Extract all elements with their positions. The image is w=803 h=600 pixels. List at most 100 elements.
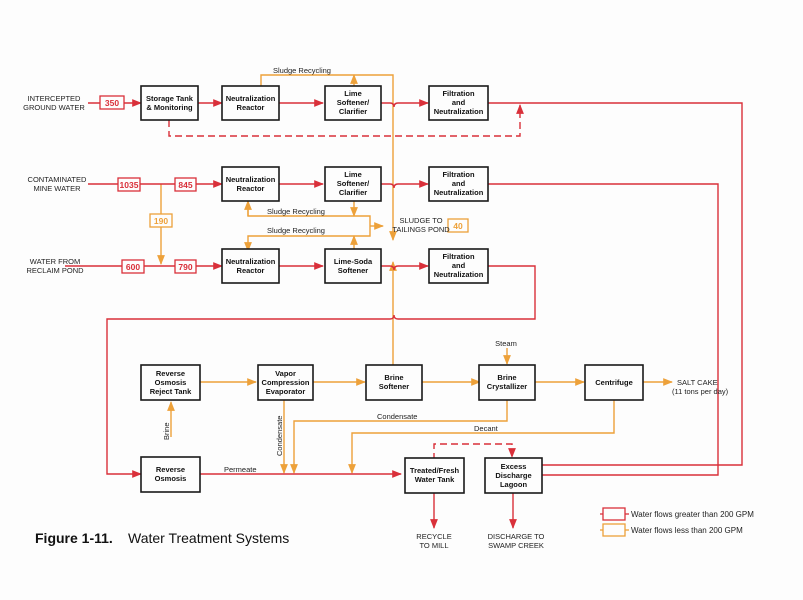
svg-text:Filtration: Filtration	[442, 170, 474, 179]
box-brine-softener: Brine Softener	[365, 364, 423, 401]
svg-text:Compression: Compression	[262, 378, 310, 387]
svg-text:Evaporator: Evaporator	[266, 387, 306, 396]
svg-text:Water flows greater than 200 G: Water flows greater than 200 GPM	[631, 510, 754, 519]
source-labels: INTERCEPTED GROUND WATER CONTAMINATED MI…	[23, 94, 87, 275]
filt1-to-lagoon-line	[486, 102, 743, 469]
box-reverse-osmosis: Reverse Osmosis	[140, 456, 201, 493]
label-decant: Decant	[474, 424, 499, 433]
source-mine-line1: CONTAMINATED	[28, 175, 87, 184]
box-lime-softener-1: Lime Softener/ Clarifier	[324, 85, 382, 121]
box-filtration-2: Filtration and Neutralization	[428, 166, 489, 202]
svg-text:Neutralization: Neutralization	[434, 270, 484, 279]
treated-to-lagoon-dashed-line	[433, 443, 516, 460]
svg-text:600: 600	[126, 262, 140, 272]
flow-badge-intercepted: 350	[99, 95, 125, 110]
box-filtration-3: Filtration and Neutralization	[428, 248, 489, 284]
svg-text:Reactor: Reactor	[237, 184, 265, 193]
label-recycle-line2: TO MILL	[419, 541, 448, 550]
orange-flow-lines	[157, 74, 673, 474]
filt2-to-lagoon-line	[486, 183, 719, 479]
flow-badge-sludge-tailings: 40	[447, 218, 469, 233]
label-sludge-to-tailings-line2: TAILINGS POND	[392, 225, 450, 234]
flow-badge-mine-in: 1035	[117, 177, 141, 192]
svg-text:Neutralization: Neutralization	[434, 188, 484, 197]
label-sludge-recycling-mid2: Sludge Recycling	[267, 226, 325, 235]
svg-text:Lime: Lime	[344, 89, 362, 98]
label-salt-cake-rate: (11 tons per day)	[672, 387, 729, 396]
figure-title: Water Treatment Systems	[128, 530, 289, 546]
box-neutralization-reactor-3: Neutralization Reactor	[221, 248, 280, 284]
flow-badge-reclaim-to-reactor: 790	[174, 259, 197, 274]
svg-text:790: 790	[178, 262, 192, 272]
box-neutralization-reactor-2: Neutralization Reactor	[221, 166, 280, 202]
label-condensate-horizontal: Condensate	[377, 412, 417, 421]
storage-bypass-dashed-line	[168, 104, 524, 137]
limesoda-to-filt3-line	[381, 262, 429, 271]
svg-text:& Monitoring: & Monitoring	[146, 103, 193, 112]
svg-text:Excess: Excess	[501, 462, 527, 471]
label-discharge-line1: DISCHARGE TO	[488, 532, 545, 541]
label-discharge-line2: SWAMP CREEK	[488, 541, 544, 550]
svg-text:Storage Tank: Storage Tank	[146, 94, 194, 103]
sludge-recycling-line-top	[260, 74, 397, 241]
source-reclaim-line1: WATER FROM	[30, 257, 80, 266]
svg-text:Crystallizer: Crystallizer	[487, 382, 528, 391]
filt3-to-ro-line	[106, 265, 536, 478]
svg-text:Neutralization: Neutralization	[434, 107, 484, 116]
svg-text:Filtration: Filtration	[442, 252, 474, 261]
label-recycle-line1: RECYCLE	[416, 532, 451, 541]
svg-text:Brine: Brine	[497, 373, 516, 382]
legend-item-low-flow: Water flows less than 200 GPM	[600, 523, 743, 537]
svg-text:Neutralization: Neutralization	[226, 257, 276, 266]
label-permeate: Permeate	[224, 465, 257, 474]
source-mine-line2: MINE WATER	[33, 184, 81, 193]
label-sludge-to-tailings-line1: SLUDGE TO	[399, 216, 442, 225]
lime2-to-filt2-line	[381, 180, 429, 189]
svg-text:Neutralization: Neutralization	[226, 94, 276, 103]
flow-labels: Sludge Recycling Sludge Recycling Sludge…	[162, 66, 729, 550]
svg-text:Reverse: Reverse	[156, 369, 185, 378]
box-treated-water-tank: Treated/Fresh Water Tank	[404, 457, 465, 494]
legend: Water flows greater than 200 GPM Water f…	[600, 507, 754, 537]
svg-text:Softener/: Softener/	[337, 98, 370, 107]
svg-text:1035: 1035	[120, 180, 139, 190]
source-intercepted-line2: GROUND WATER	[23, 103, 85, 112]
box-lime-soda-softener: Lime-Soda Softener	[324, 248, 382, 284]
label-sludge-recycling-mid1: Sludge Recycling	[267, 207, 325, 216]
svg-text:and: and	[452, 261, 466, 270]
svg-text:Brine: Brine	[384, 373, 403, 382]
figure-caption: Figure 1-11. Water Treatment Systems	[35, 530, 289, 546]
svg-text:Water flows less than 200 GPM: Water flows less than 200 GPM	[631, 526, 743, 535]
svg-text:Softener/: Softener/	[337, 179, 370, 188]
svg-text:Treated/Fresh: Treated/Fresh	[410, 466, 460, 475]
decant-line	[348, 400, 615, 474]
box-brine-crystallizer: Brine Crystallizer	[478, 364, 536, 401]
flow-badge-mine-to-reactor: 845	[174, 177, 197, 192]
box-filtration-1: Filtration and Neutralization	[428, 85, 489, 121]
svg-text:Softener: Softener	[379, 382, 410, 391]
svg-text:Filtration: Filtration	[442, 89, 474, 98]
svg-text:Discharge: Discharge	[495, 471, 531, 480]
svg-text:Lime-Soda: Lime-Soda	[334, 257, 373, 266]
svg-text:Lagoon: Lagoon	[500, 480, 527, 489]
svg-text:350: 350	[105, 98, 119, 108]
svg-text:190: 190	[154, 216, 168, 226]
svg-text:Softener: Softener	[338, 266, 369, 275]
svg-text:Neutralization: Neutralization	[226, 175, 276, 184]
box-centrifuge: Centrifuge	[584, 364, 644, 401]
condensate-horizontal-line	[290, 400, 508, 474]
label-sludge-recycling-top: Sludge Recycling	[273, 66, 331, 75]
svg-text:Centrifuge: Centrifuge	[595, 378, 633, 387]
svg-text:Reactor: Reactor	[237, 103, 265, 112]
figure-number: Figure 1-11.	[35, 530, 113, 546]
box-ro-reject-tank: Reverse Osmosis Reject Tank	[140, 364, 201, 401]
box-vapor-compression-evaporator: Vapor Compression Evaporator	[257, 364, 314, 401]
svg-text:845: 845	[178, 180, 192, 190]
svg-text:Osmosis: Osmosis	[155, 474, 187, 483]
box-lime-softener-2: Lime Softener/ Clarifier	[324, 166, 382, 202]
box-excess-discharge-lagoon: Excess Discharge Lagoon	[484, 457, 543, 494]
box-neutralization-reactor-1: Neutralization Reactor	[221, 85, 280, 121]
box-storage-tank: Storage Tank & Monitoring	[140, 85, 199, 121]
svg-text:Clarifier: Clarifier	[339, 107, 367, 116]
